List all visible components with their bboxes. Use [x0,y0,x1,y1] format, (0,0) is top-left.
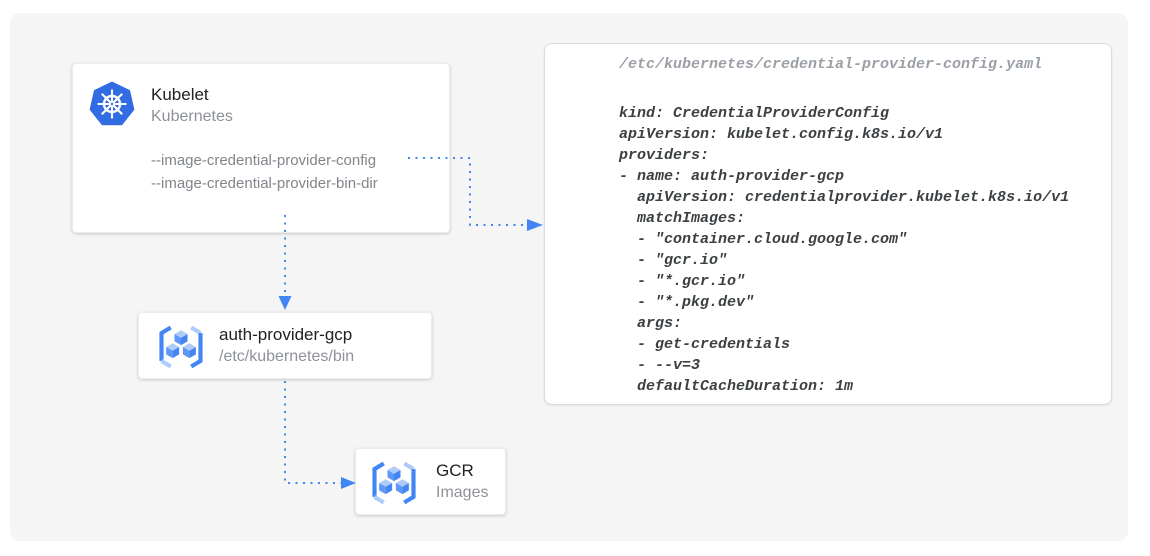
gcr-subtitle: Images [436,484,489,501]
kubernetes-icon [89,81,135,126]
kubelet-flags: --image-credential-provider-config --ima… [151,149,378,195]
gcr-title: GCR [436,461,474,480]
gcr-registry-icon [159,325,203,369]
flag-image-credential-provider-config: --image-credential-provider-config [151,152,377,169]
kubelet-title: Kubelet [151,85,209,104]
config-yaml-code: kind: CredentialProviderConfig apiVersio… [619,105,1070,395]
gcr-node: GCR Images [355,448,506,515]
config-file-panel: /etc/kubernetes/credential-provider-conf… [544,43,1112,405]
flag-image-credential-provider-bin-dir: --image-credential-provider-bin-dir [151,175,378,192]
kubelet-subtitle: Kubernetes [151,108,233,125]
auth-provider-title: auth-provider-gcp [219,325,353,344]
auth-provider-subtitle: /etc/kubernetes/bin [219,348,355,365]
kubelet-node: Kubelet Kubernetes --image-credential-pr… [72,63,450,233]
config-file-path: /etc/kubernetes/credential-provider-conf… [619,56,1043,73]
auth-provider-node: auth-provider-gcp /etc/kubernetes/bin [138,312,432,379]
gcr-registry-icon [372,461,416,505]
